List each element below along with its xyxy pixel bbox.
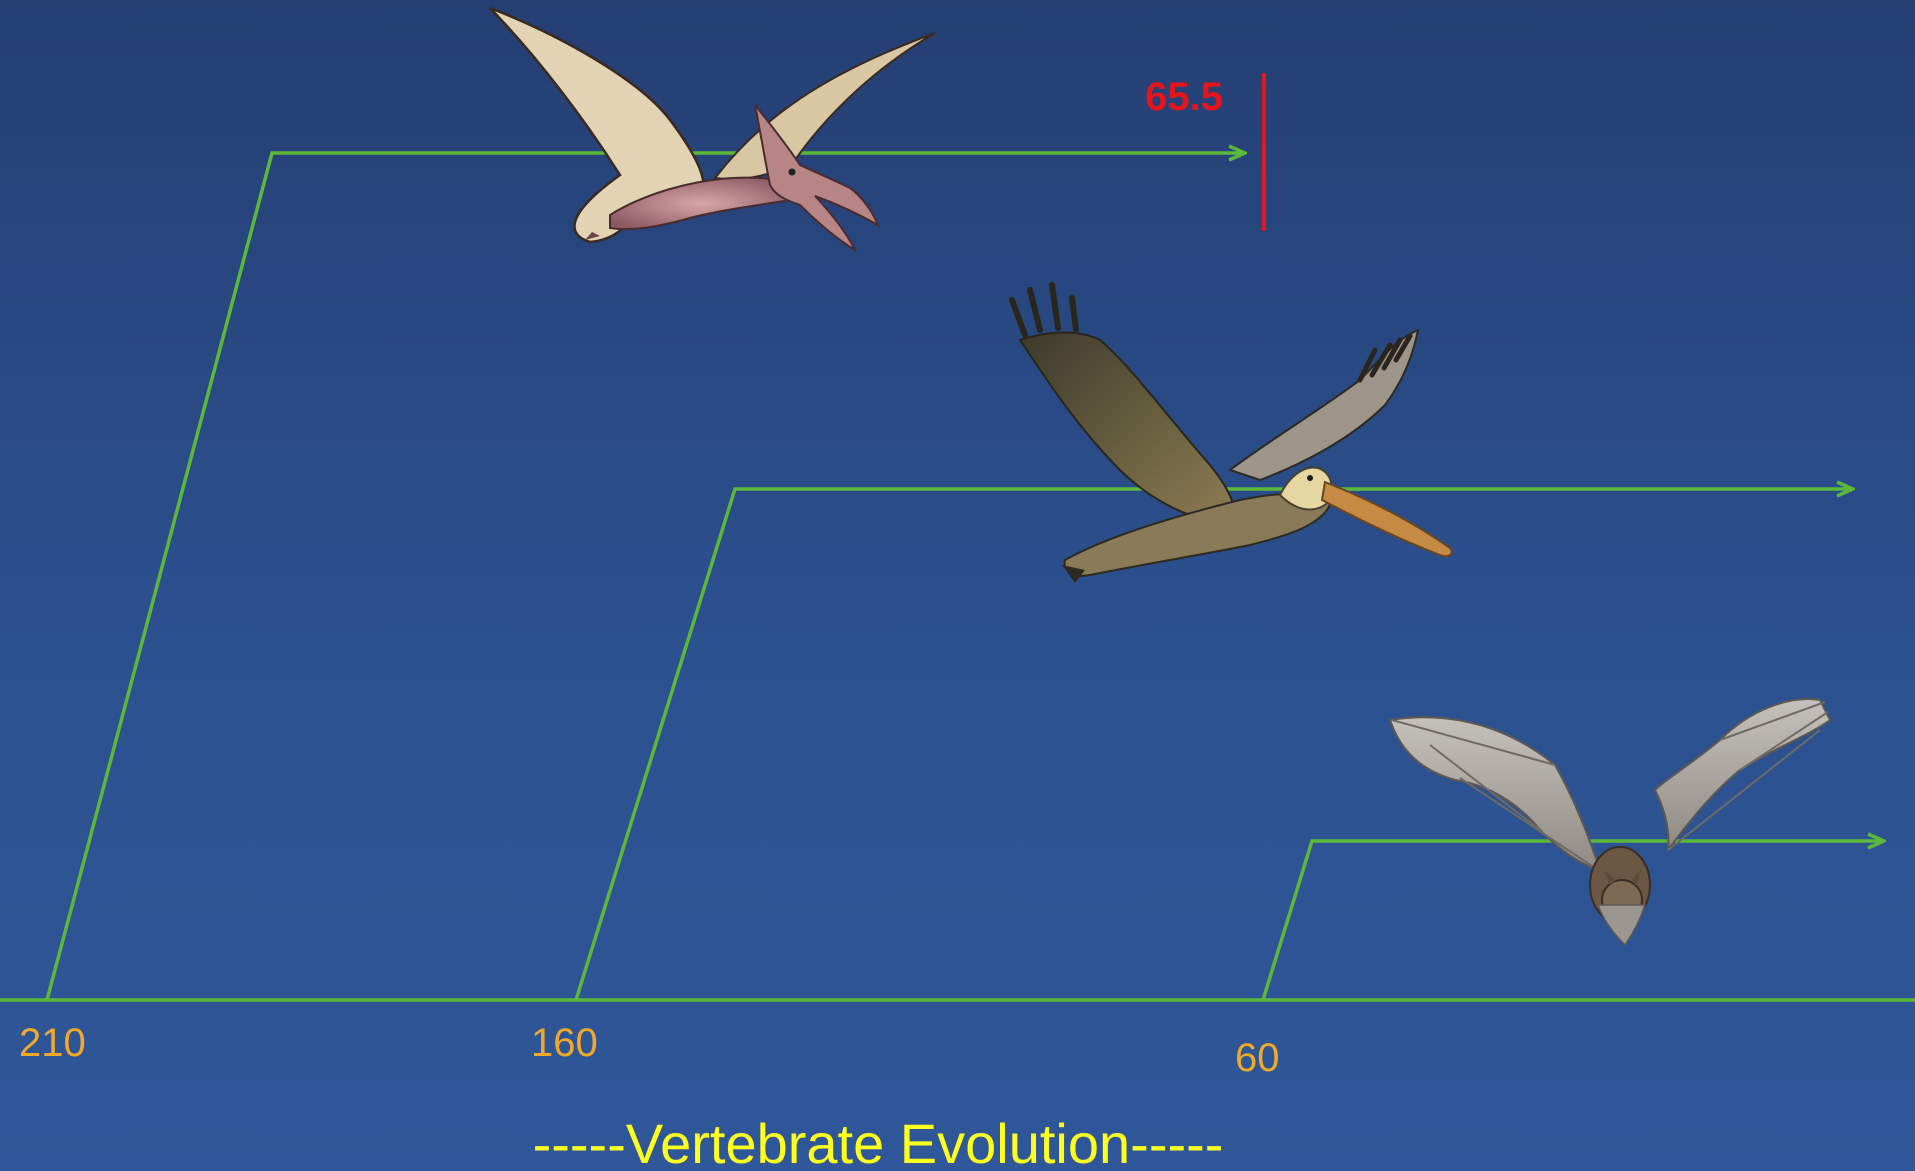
time-label-60: 60 xyxy=(1235,1036,1280,1080)
bird-lineage-line xyxy=(574,489,1853,1001)
bat-lineage-line xyxy=(1261,841,1884,1001)
time-label-210: 210 xyxy=(19,1021,86,1065)
pterosaur-lineage-line xyxy=(45,153,1245,1001)
bat-image xyxy=(1388,698,1832,947)
pterosaur-image xyxy=(489,6,936,253)
extinction-label: 65.5 xyxy=(1145,75,1223,119)
pelican-image xyxy=(1009,282,1453,583)
time-label-160: 160 xyxy=(531,1021,598,1065)
diagram-caption: -----Vertebrate Evolution----- xyxy=(533,1112,1224,1171)
